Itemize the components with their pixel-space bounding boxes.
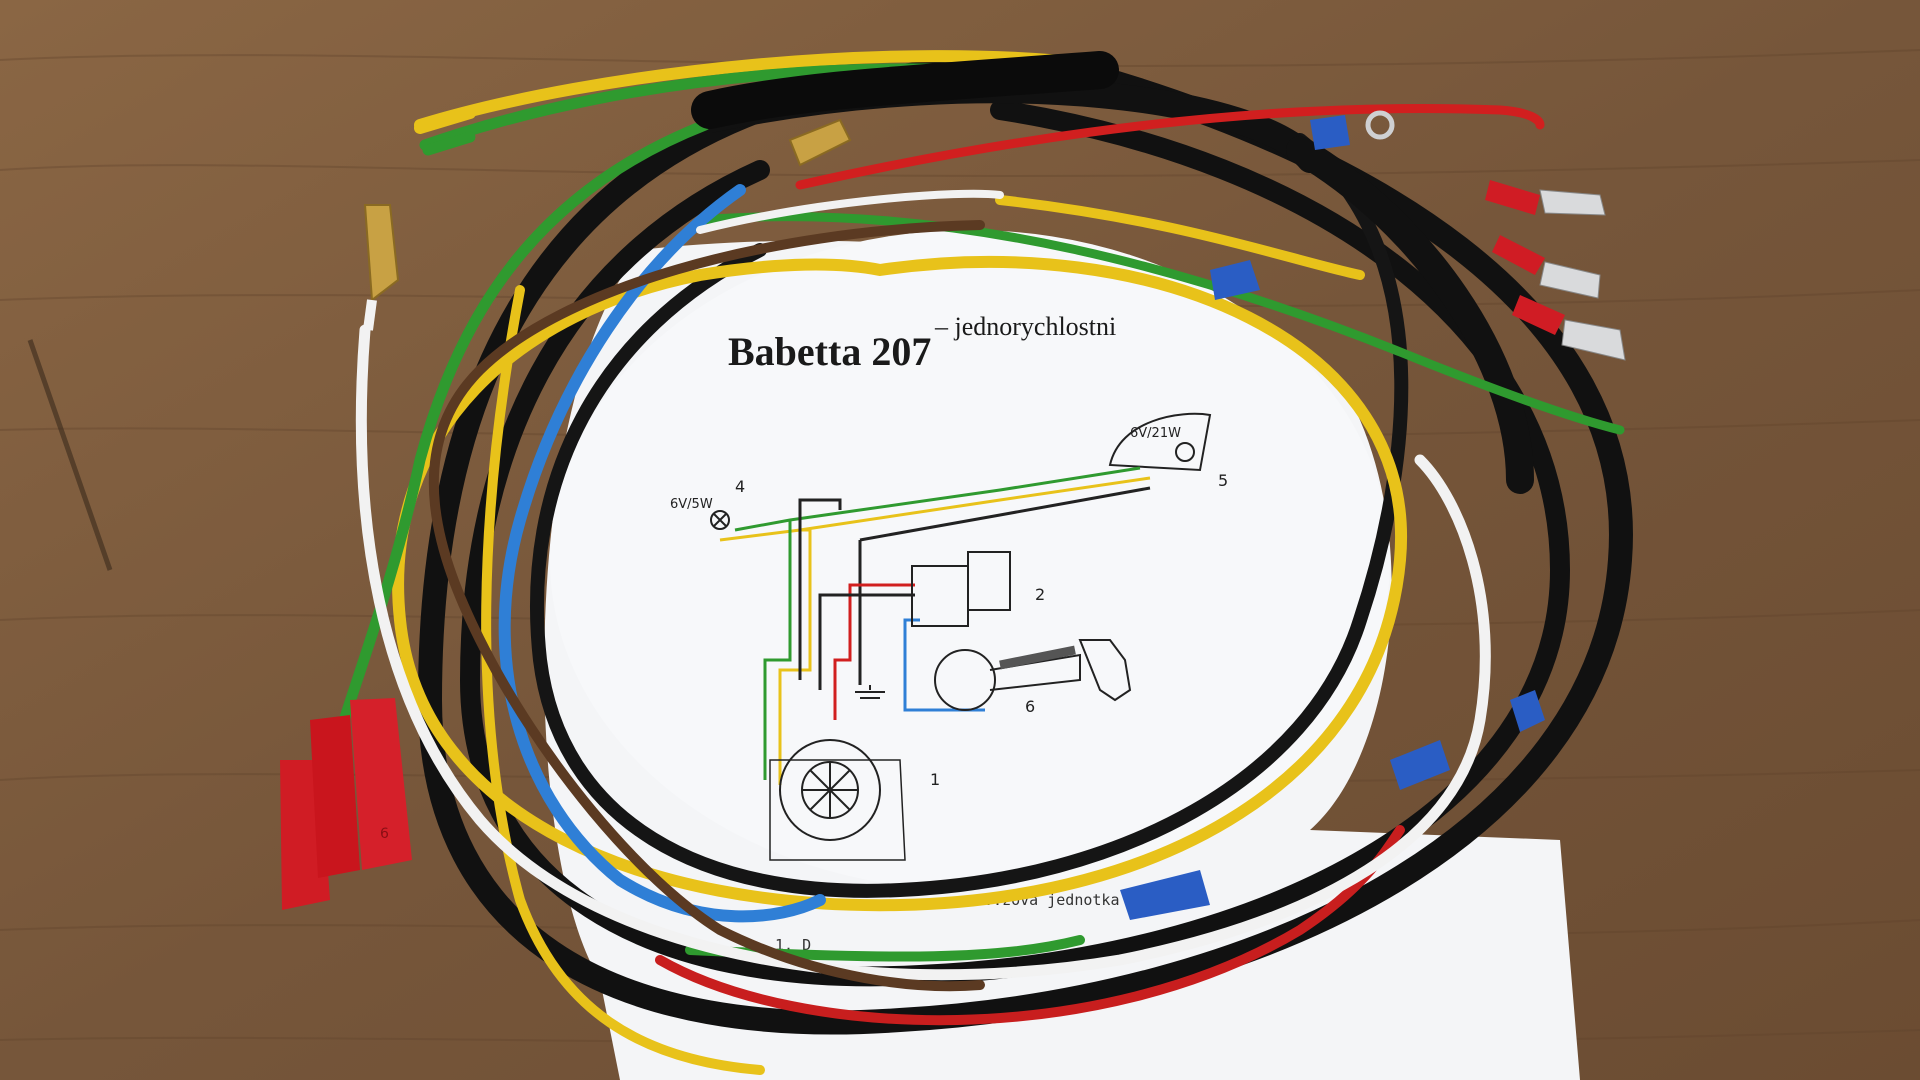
headlamp-symbol [710, 510, 730, 530]
red-spade-right-3 [1512, 295, 1565, 335]
wire-harness [324, 50, 1633, 1075]
gold-connector-left [363, 204, 400, 302]
magneto-symbol [779, 739, 881, 841]
wire-blue [498, 184, 826, 923]
label-4: 4 [735, 477, 745, 496]
blue-connector-mid [1210, 260, 1260, 300]
red-connectors: 6 [280, 698, 412, 910]
diagram-printout [544, 230, 1580, 1080]
label-1: 1 [930, 770, 940, 789]
wire-white [355, 324, 1491, 981]
taillamp-symbol [1175, 442, 1195, 462]
wire-yellow [392, 50, 1408, 912]
red-connector-3 [350, 698, 412, 870]
table-scratch [27, 339, 113, 571]
blue-connector-top [1310, 115, 1350, 150]
wire-ends-top-left [414, 107, 476, 156]
wire-brown [428, 220, 985, 992]
red-connector-2 [310, 715, 360, 878]
gold-connectors [363, 118, 852, 331]
red-spade-right-1 [1485, 180, 1540, 215]
gold-connector-top [788, 118, 852, 167]
blue-connector-bottom-1 [1120, 870, 1210, 920]
wire-sleeve [691, 51, 1119, 129]
headlamp-rating-label: 6V/5W [670, 497, 713, 512]
diagram-subtitle: – jednorychlostni [934, 312, 1116, 341]
label-2: 2 [1035, 585, 1045, 604]
blue-connector-bottom-2 [1390, 740, 1450, 790]
label-5: 5 [1218, 471, 1228, 490]
label-6: 6 [1025, 697, 1035, 716]
blue-connector-bottom-3 [1510, 690, 1545, 732]
taillamp-housing [1108, 412, 1212, 472]
wire-red [795, 103, 1545, 190]
right-connectors [1120, 110, 1626, 920]
wiring-schematic [710, 412, 1212, 861]
ring-terminal [1365, 110, 1395, 140]
wire-black-outer [417, 56, 1633, 1035]
taillamp-rating-label: 6V/21W [1130, 426, 1181, 441]
diagram-title: Babetta 207 [728, 329, 931, 374]
red-connector-mark: 6 [380, 826, 389, 842]
ignition-coil-symbol [934, 649, 996, 711]
red-spade-right-2 [1492, 235, 1545, 275]
